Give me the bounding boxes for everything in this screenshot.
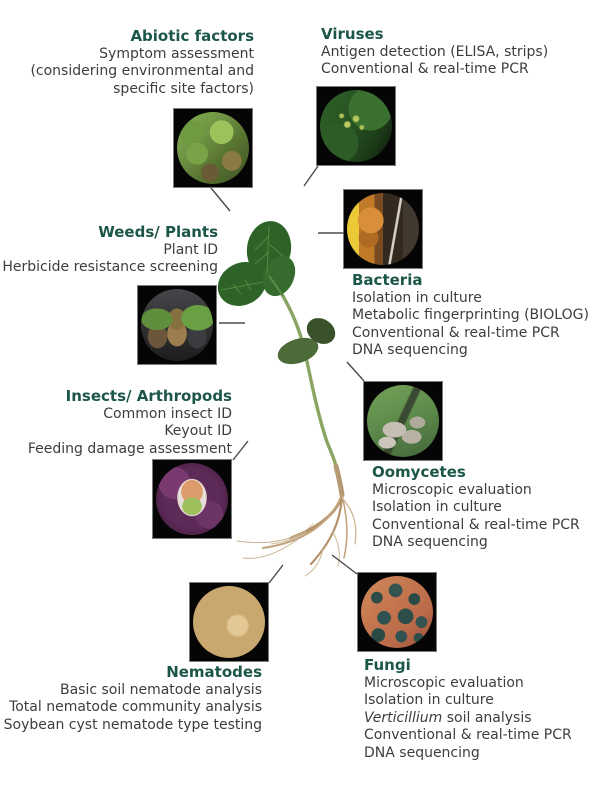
section-abiotic-line: Symptom assessment [99, 45, 254, 62]
section-viruses-title: Viruses [321, 25, 384, 43]
section-weeds-line: Plant ID [163, 241, 218, 258]
section-bacteria-line: Isolation in culture [352, 289, 482, 306]
section-fungi-title: Fungi [364, 656, 411, 674]
section-nematodes-title: Nematodes [166, 663, 262, 681]
section-fungi: Fungi Microscopic evaluation Isolation i… [364, 656, 572, 762]
section-fungi-line: Conventional & real-time PCR [364, 727, 572, 743]
section-viruses-line: Antigen detection (ELISA, strips) [321, 43, 549, 60]
diseased-leaves-image [177, 112, 249, 184]
fungal-microsclerotia-image [361, 576, 433, 648]
soil-cyst-nematode-image [193, 586, 265, 658]
section-insects-line: Common insect ID [103, 405, 232, 422]
section-fungi-line: Isolation in culture [364, 692, 494, 708]
connector-viruses [303, 165, 319, 187]
section-abiotic-title: Abiotic factors [130, 27, 254, 45]
section-viruses: Viruses Antigen detection (ELISA, strips… [321, 25, 549, 79]
section-insects-title: Insects/ Arthropods [65, 387, 232, 405]
section-bacteria-line: DNA sequencing [352, 342, 468, 358]
connector-insects [232, 440, 249, 461]
bacteria-photo [343, 189, 423, 269]
section-weeds: Weeds/ Plants Plant ID Herbicide resista… [2, 223, 218, 277]
potted-weed-seedlings-image [141, 289, 213, 361]
section-oomycetes-title: Oomycetes [372, 463, 466, 481]
seedling-stem [271, 279, 338, 467]
weeds-photo [137, 285, 217, 365]
section-abiotic-line: specific site factors) [113, 80, 254, 97]
fungi-photo [357, 572, 437, 652]
section-oomycetes-line: Conventional & real-time PCR [372, 516, 580, 533]
section-fungi-line-verticillium: Verticillium soil analysis [364, 710, 572, 728]
connector-fungi [331, 554, 358, 575]
section-abiotic: Abiotic factors Symptom assessment (cons… [30, 27, 254, 98]
section-abiotic-line: (considering environmental and [30, 63, 254, 79]
section-bacteria-title: Bacteria [352, 271, 423, 289]
connector-abiotic [210, 187, 231, 212]
section-oomycetes-line: Microscopic evaluation [372, 481, 532, 498]
section-oomycetes-line: Isolation in culture [372, 499, 502, 515]
insect-closeup-image [156, 463, 228, 535]
soybean-seedling-illustration [217, 221, 357, 577]
viruses-photo [316, 86, 396, 166]
section-bacteria: Bacteria Isolation in culture Metabolic … [352, 271, 589, 360]
virus-ringspot-leaf-image [320, 90, 392, 162]
section-viruses-line: Conventional & real-time PCR [321, 61, 529, 77]
bacterial-culture-image [347, 193, 419, 265]
connector-nematodes [268, 564, 284, 584]
insects-photo [152, 459, 232, 539]
section-weeds-title: Weeds/ Plants [98, 223, 218, 241]
abiotic-photo [173, 108, 253, 188]
section-oomycetes-line: DNA sequencing [372, 534, 488, 550]
section-nematodes-line: Total nematode community analysis [9, 699, 262, 715]
section-weeds-line: Herbicide resistance screening [2, 259, 218, 275]
section-bacteria-line: Conventional & real-time PCR [352, 324, 560, 341]
section-nematodes-line: Soybean cyst nematode type testing [3, 716, 262, 733]
section-oomycetes: Oomycetes Microscopic evaluation Isolati… [372, 463, 580, 552]
seedling-trifoliate-leaves [217, 221, 296, 306]
section-insects-line: Keyout ID [164, 423, 232, 439]
section-nematodes-line: Basic soil nematode analysis [60, 681, 262, 698]
section-insects-line: Feeding damage assessment [27, 440, 232, 457]
verticillium-rest: soil analysis [442, 709, 532, 726]
section-bacteria-line: Metabolic fingerprinting (BIOLOG) [352, 307, 589, 323]
section-nematodes: Nematodes Basic soil nematode analysis T… [3, 663, 262, 734]
section-insects: Insects/ Arthropods Common insect ID Key… [27, 387, 232, 458]
seedling-roots [236, 463, 357, 577]
section-fungi-line: Microscopic evaluation [364, 674, 524, 691]
connector-oomycetes [346, 361, 365, 382]
oomycetes-photo [363, 381, 443, 461]
section-fungi-line: DNA sequencing [364, 744, 480, 761]
downy-mildew-leaf-image [367, 385, 439, 457]
seedling-cotyledons [277, 318, 336, 365]
verticillium-italic: Verticillium [364, 709, 443, 726]
nematodes-photo [189, 582, 269, 662]
